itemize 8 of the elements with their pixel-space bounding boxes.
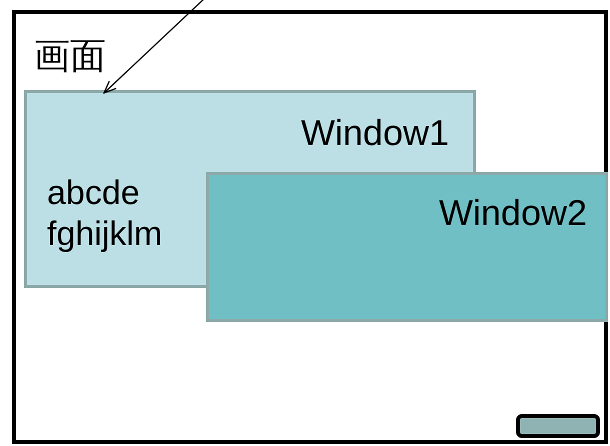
window-title: Window1: [300, 111, 449, 154]
front-window-dialog: [206, 172, 608, 322]
screen-title: 画面: [34, 34, 106, 78]
window-title: Window2: [438, 191, 587, 234]
screen-frame: [12, 10, 608, 444]
window-body-text: abcde fghijklm: [47, 173, 164, 255]
panel-shape: [516, 414, 600, 438]
leader-arrow: [103, 0, 206, 94]
